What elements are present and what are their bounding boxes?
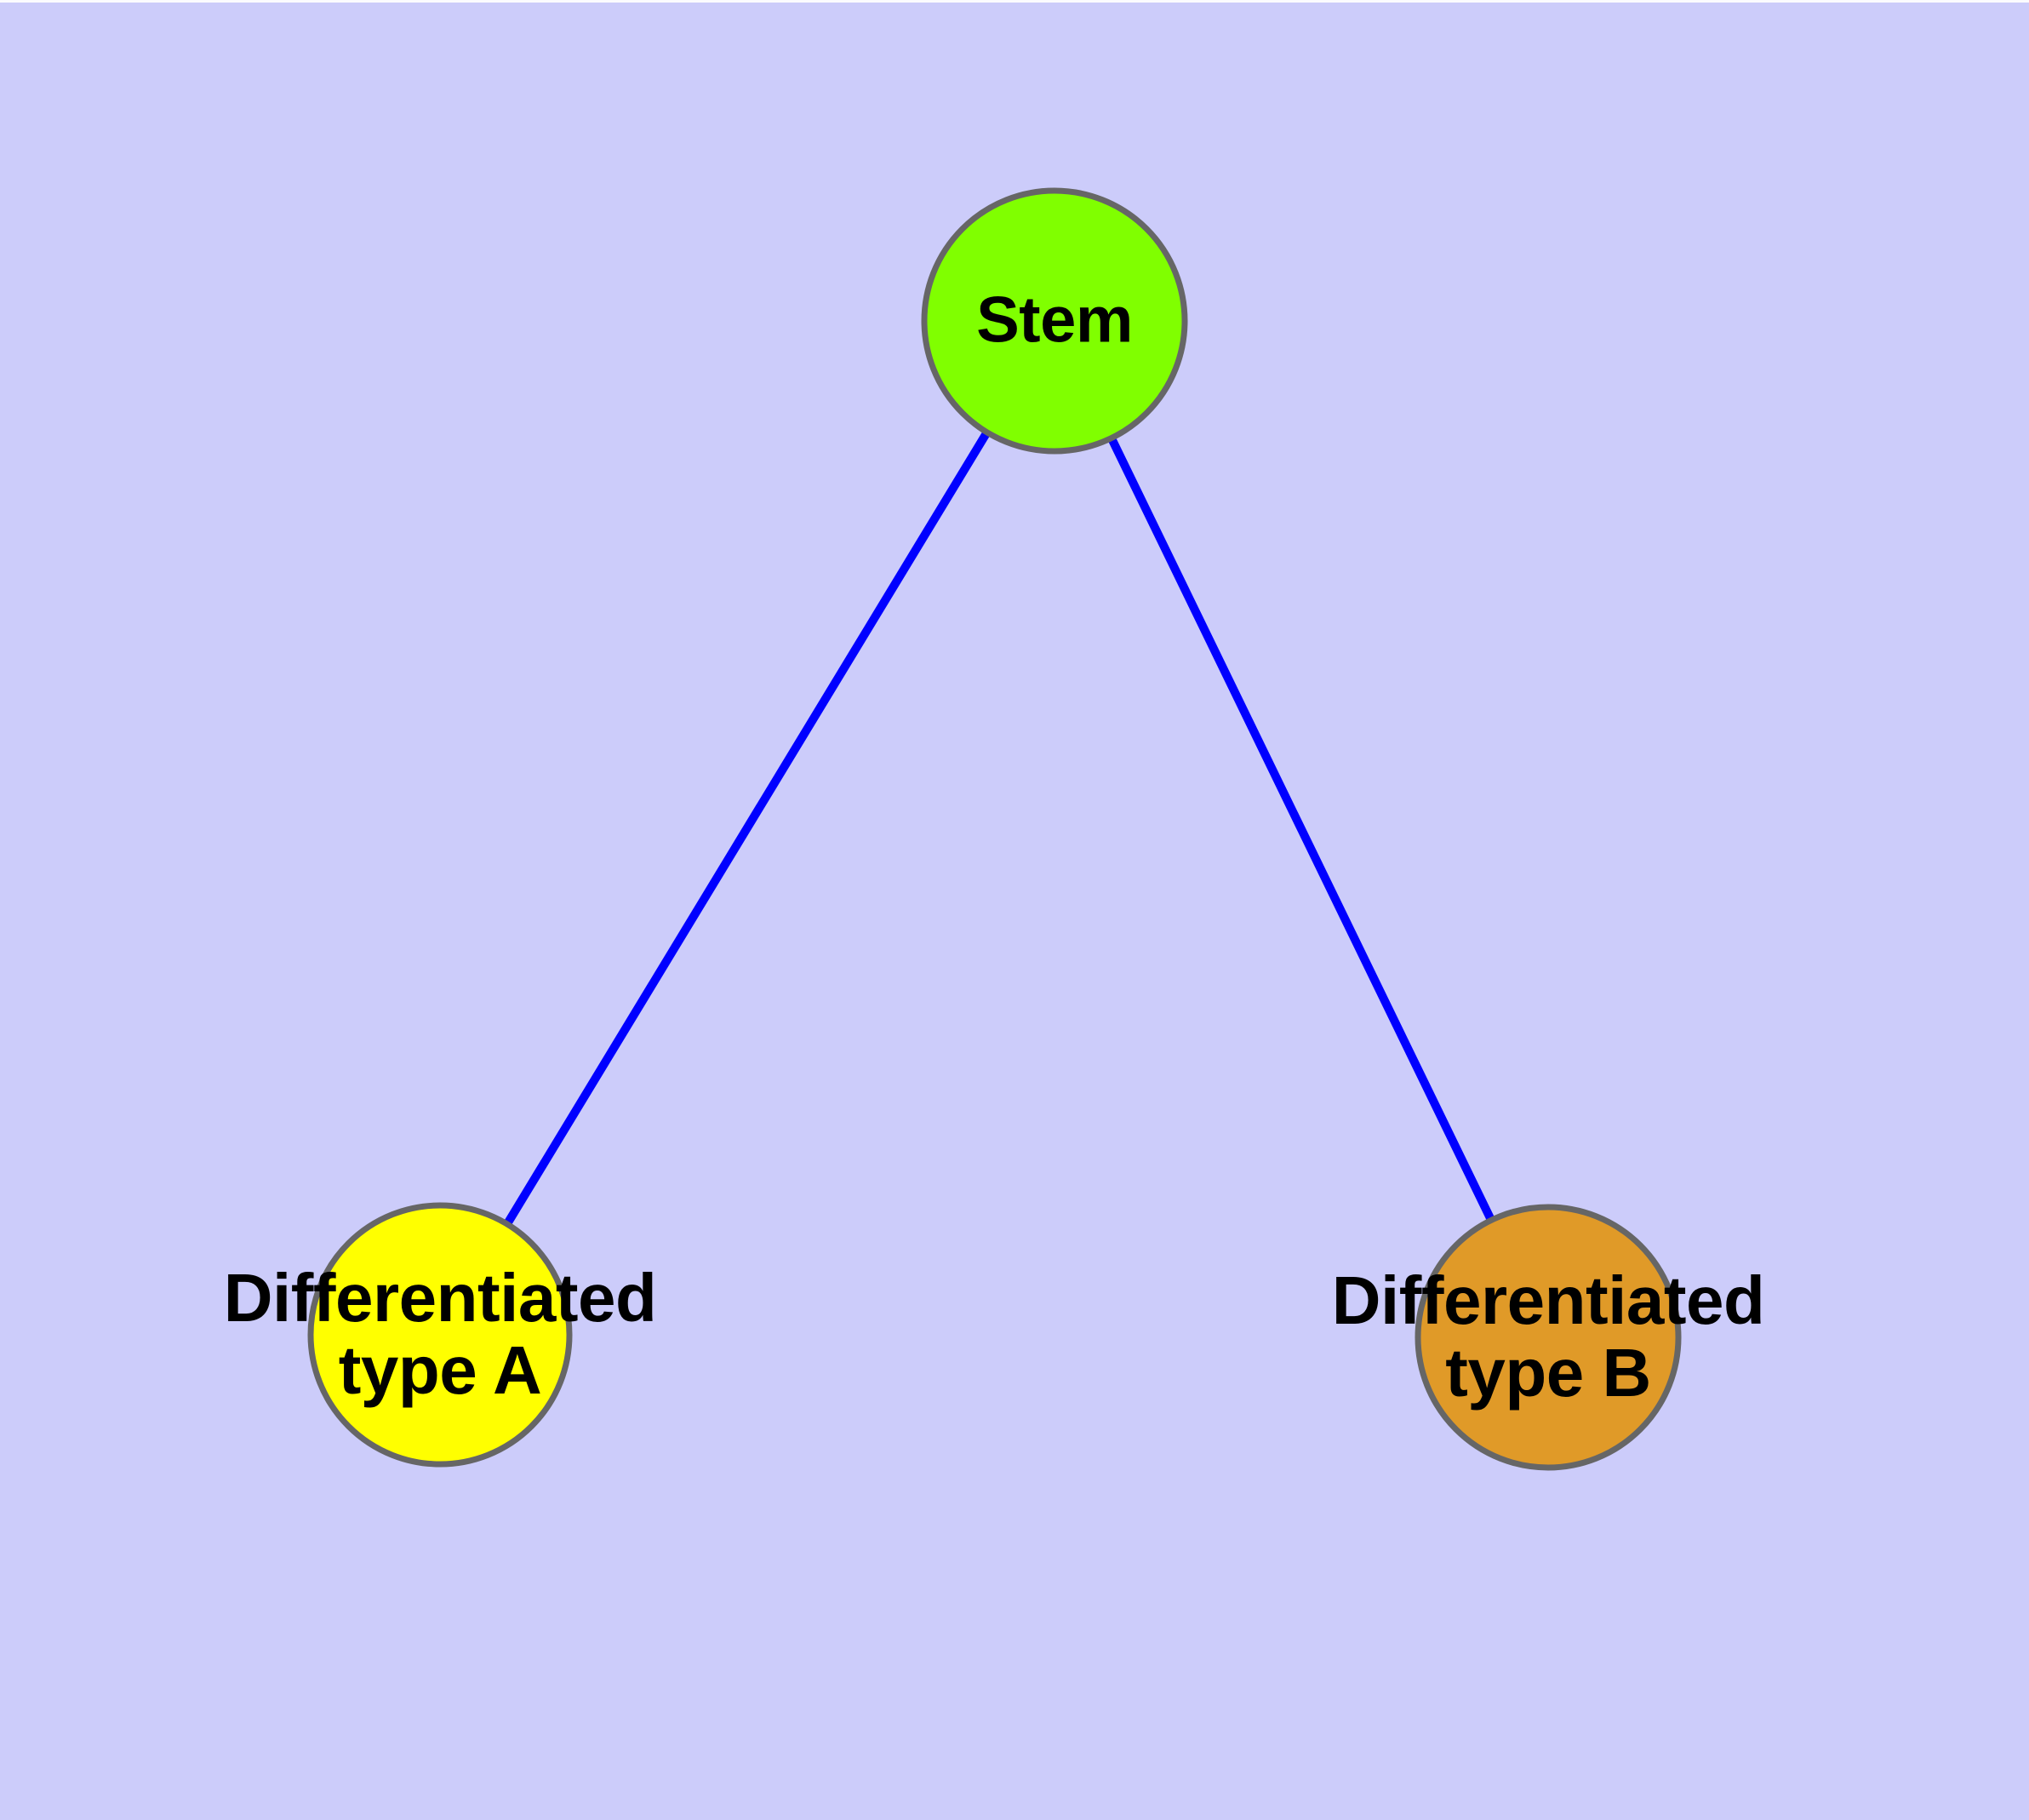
graph-svg [307, 187, 1682, 1471]
graph-node-stem[interactable] [921, 187, 1188, 455]
graph-node-diff-type-b[interactable] [1415, 1204, 1682, 1471]
graph-node-diff-type-a[interactable] [307, 1202, 573, 1468]
graph-edge[interactable] [436, 318, 1059, 1337]
edges-layer [436, 318, 1552, 1340]
graph-edge[interactable] [1050, 318, 1552, 1340]
nodes-layer [307, 187, 1682, 1471]
